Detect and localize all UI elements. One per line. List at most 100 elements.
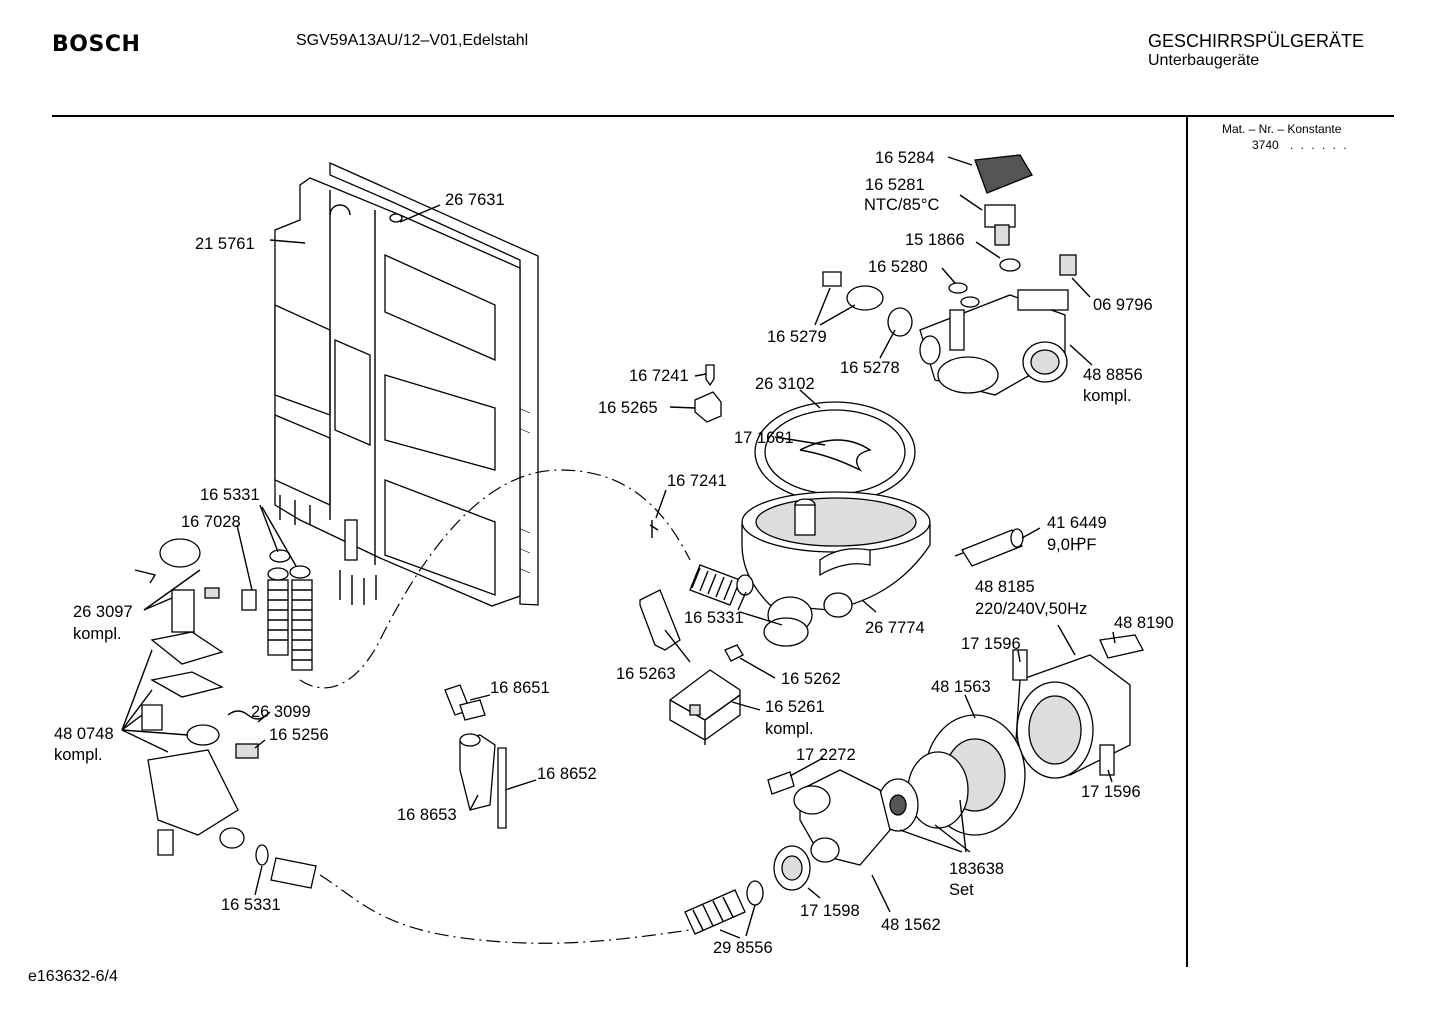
label-16-5265: 16 5265: [598, 399, 658, 417]
label-16-5331-bottom: 16 5331: [221, 896, 281, 914]
seal-16-5278: [887, 307, 913, 337]
o-ring-16-5280-a: [948, 282, 968, 294]
label-48-8856-kompl: kompl.: [1083, 387, 1132, 405]
label-16-5261-kompl: kompl.: [765, 720, 814, 738]
spring-26-3099: [227, 710, 267, 720]
label-48-8856: 48 8856: [1083, 366, 1143, 384]
label-16-5284: 16 5284: [875, 149, 935, 167]
hose-spirals-16-5331: [267, 549, 313, 671]
label-16-7241-upper: 16 7241: [629, 367, 689, 385]
ntc-sensor-16-5281: [984, 204, 1016, 246]
label-26-3102: 26 3102: [755, 375, 815, 393]
screw-16-7241-lower: [649, 520, 659, 538]
label-16-5281: 16 5281: [865, 176, 925, 194]
material-value: 3740: [1252, 138, 1279, 152]
clip-16-7028: [241, 589, 257, 611]
clip-06-9796: [1059, 254, 1077, 276]
brand-logo: BOSCH: [52, 32, 141, 57]
impeller-183638: [877, 778, 919, 832]
leader-lines: [121, 156, 1116, 939]
drain-hose-route-upper: [299, 469, 691, 689]
cover-16-5284: [974, 154, 1033, 194]
label-17-1596-lower: 17 1596: [1081, 783, 1141, 801]
label-16-5262: 16 5262: [781, 670, 841, 688]
label-26-3097-kompl: kompl.: [73, 625, 122, 643]
label-183638-set: Set: [949, 881, 974, 899]
clamp-17-2272: [767, 771, 795, 795]
pump-cover-48-1562: [793, 769, 891, 866]
label-ntc-85c: NTC/85°C: [864, 196, 939, 214]
subcategory-title: Unterbaugeräte: [1148, 52, 1260, 69]
drain-hose-route-lower: [319, 874, 691, 944]
screw-16-7241-upper: [705, 364, 715, 387]
label-capacitor-value: 9,0㏋F: [1047, 536, 1097, 554]
tube-16-8652: [497, 747, 507, 829]
seal-17-1598: [773, 845, 811, 891]
sensor-16-5279: [822, 271, 884, 311]
pump-sump: [741, 491, 931, 634]
label-16-8652: 16 8652: [537, 765, 597, 783]
label-16-5263: 16 5263: [616, 665, 676, 683]
hose-spiral-sump: [689, 564, 754, 606]
label-15-1866: 15 1866: [905, 231, 965, 249]
label-17-1596-upper: 17 1596: [961, 635, 1021, 653]
aqua-sensor-16-5261: [669, 669, 741, 745]
label-17-1598: 17 1598: [800, 902, 860, 920]
label-26-3097: 26 3097: [73, 603, 133, 621]
label-16-7241-lower: 16 7241: [667, 472, 727, 490]
label-48-8185: 48 8185: [975, 578, 1035, 596]
label-16-5279: 16 5279: [767, 328, 827, 346]
label-17-2272: 17 2272: [796, 746, 856, 764]
side-panel-divider: [1186, 117, 1188, 967]
flow-heater-48-8856: [919, 289, 1069, 396]
clip-17-1596-upper: [1012, 649, 1028, 681]
label-48-1562: 48 1562: [881, 916, 941, 934]
filter-ring: [754, 401, 916, 503]
label-16-5331-top: 16 5331: [200, 486, 260, 504]
label-16-8651: 16 8651: [490, 679, 550, 697]
label-48-8190: 48 8190: [1114, 614, 1174, 632]
category-title: GESCHIRRSPÜLGERÄTE: [1148, 31, 1365, 51]
part-16-5256: [235, 743, 259, 759]
label-16-5331-mid: 16 5331: [684, 609, 744, 627]
capacitor-41-6449: [954, 528, 1024, 567]
pipe-16-8651: [444, 684, 486, 721]
water-switch-26-3097: [134, 538, 220, 633]
label-16-7028: 16 7028: [181, 513, 241, 531]
clip-17-1596-lower: [1099, 744, 1115, 776]
label-21-5761: 21 5761: [195, 235, 255, 253]
label-motor-rating: 220/240V,50Hz: [975, 600, 1087, 618]
label-48-0748-kompl: kompl.: [54, 746, 103, 764]
circulation-motor-48-8185: [1014, 634, 1144, 779]
label-26-3099: 26 3099: [251, 703, 311, 721]
label-16-5278: 16 5278: [840, 359, 900, 377]
drain-hose-29-8556: [684, 880, 764, 935]
label-26-7774: 26 7774: [865, 619, 925, 637]
label-16-8653: 16 8653: [397, 806, 457, 824]
drawing-code: e163632-6/4: [28, 968, 118, 985]
seal-ring-183638: [907, 751, 969, 829]
label-17-1681: 17 1681: [734, 429, 794, 447]
sump-seal-ring: [763, 617, 809, 647]
label-16-5261: 16 5261: [765, 698, 825, 716]
duct-16-8653: [459, 733, 496, 811]
model-number: SGV59A13AU/12–V01,Edelstahl: [296, 32, 529, 49]
label-48-1563: 48 1563: [931, 678, 991, 696]
o-ring-16-5280-b: [960, 296, 980, 308]
header-divider: [52, 115, 1394, 117]
material-label: Mat. – Nr. – Konstante: [1222, 122, 1342, 136]
label-183638: 183638: [949, 860, 1004, 878]
inlet-hose-16-5331: [255, 844, 317, 889]
label-41-6449: 41 6449: [1047, 514, 1107, 532]
label-26-7631: 26 7631: [445, 191, 505, 209]
material-dots: . . . . . .: [1290, 138, 1349, 152]
label-48-0748: 48 0748: [54, 725, 114, 743]
guide-16-5263: [639, 589, 681, 651]
front-insulation-panel: [274, 177, 521, 607]
label-29-8556: 29 8556: [713, 939, 773, 957]
label-16-5280: 16 5280: [868, 258, 928, 276]
valve-assembly-48-0748: [141, 631, 245, 856]
exploded-parts-diagram: 26 7631 21 5761 16 5284 16 5281 NTC/85°C…: [54, 149, 1174, 957]
label-06-9796: 06 9796: [1093, 296, 1153, 314]
part-labels: 26 7631 21 5761 16 5284 16 5281 NTC/85°C…: [54, 149, 1174, 957]
